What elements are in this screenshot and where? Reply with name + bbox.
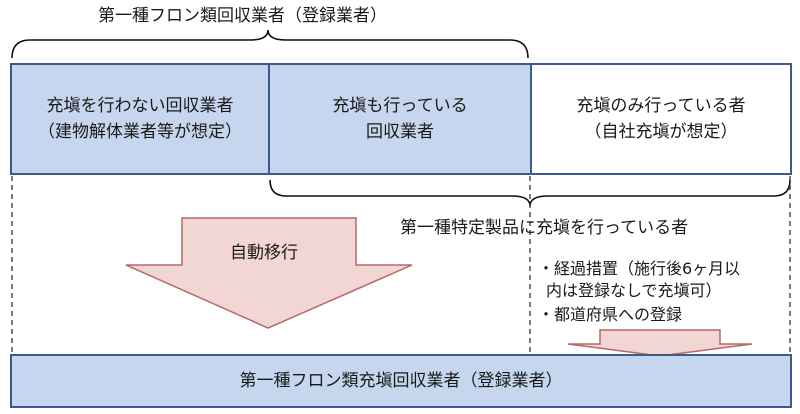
note-transitional-line2: 内は登録なしで充塡可） — [546, 281, 722, 300]
box-fill-only: 充塡のみ行っている者 （自社充塡が想定） — [530, 63, 792, 175]
mid-brace — [269, 179, 791, 207]
bottom-box-label: 第一種フロン類充塡回収業者（登録業者） — [239, 371, 563, 391]
box-no-fill-collector: 充塡を行わない回収業者 （建物解体業者等が想定） — [10, 63, 270, 175]
top-brace — [11, 29, 529, 59]
box-fill-and-collect: 充塡も行っている 回収業者 — [268, 63, 532, 175]
note-transitional-line1: ・経過措置（施行後6ヶ月以 — [538, 259, 741, 278]
box-fill-collect-line1: 充塡も行っている — [332, 96, 468, 116]
box-no-fill-line2: （建物解体業者等が想定） — [38, 122, 242, 142]
box-fill-collect-registered: 第一種フロン類充塡回収業者（登録業者） — [10, 354, 792, 408]
registration-arrow — [567, 329, 753, 357]
mid-brace-label: 第一種特定製品に充塡を行っている者 — [400, 218, 689, 238]
box-fill-collect-line2: 回収業者 — [366, 122, 434, 142]
box-fill-only-line1: 充塡のみ行っている者 — [576, 96, 746, 116]
auto-transition-label: 自動移行 — [230, 243, 298, 263]
note-prefecture-registration: ・都道府県への登録 — [538, 305, 683, 324]
box-fill-only-line2: （自社充塡が想定） — [584, 122, 738, 142]
top-brace-label: 第一種フロン類回収業者（登録業者） — [98, 6, 387, 26]
auto-transition-arrow — [125, 217, 413, 329]
box-no-fill-line1: 充塡を行わない回収業者 — [46, 96, 234, 116]
